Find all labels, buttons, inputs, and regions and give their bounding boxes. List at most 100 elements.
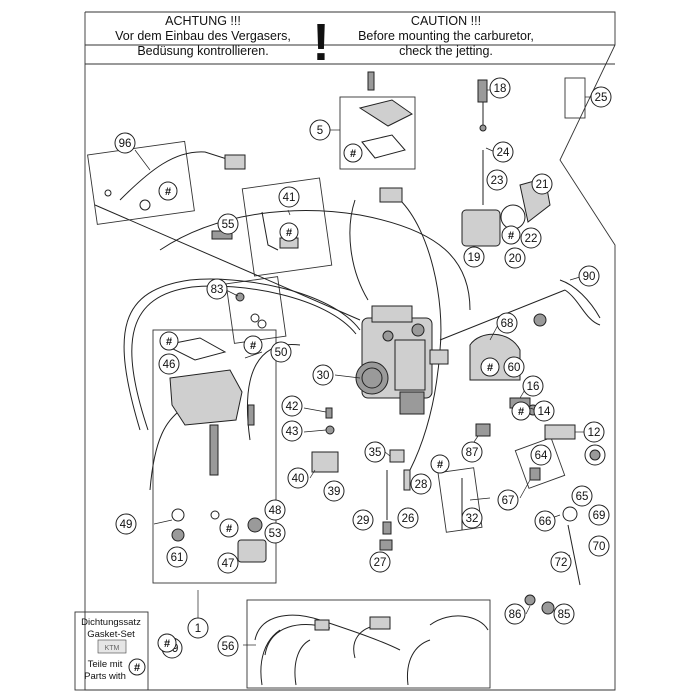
callout-19: 19	[463, 246, 485, 268]
svg-text:#: #	[487, 362, 493, 374]
warning-en-title: CAUTION !!!	[411, 14, 481, 28]
svg-text:66: 66	[539, 516, 552, 528]
svg-text:25: 25	[595, 92, 608, 104]
svg-text:86: 86	[509, 609, 522, 621]
svg-text:16: 16	[527, 381, 540, 393]
callout-61: 61	[166, 546, 188, 568]
svg-text:87: 87	[466, 447, 479, 459]
callout-18: 18	[489, 77, 511, 99]
warning-de-line1: Vor dem Einbau des Vergasers,	[115, 29, 291, 43]
ktm-logo	[97, 639, 127, 654]
leader-lines	[134, 89, 590, 646]
svg-text:96: 96	[119, 138, 132, 150]
callout-42: 42	[281, 395, 303, 417]
cable-96-parts	[104, 151, 246, 211]
warning-de-title: ACHTUNG !!!	[165, 14, 241, 28]
callout-67: 67	[497, 489, 519, 511]
gasket-marker: #	[480, 357, 500, 377]
svg-text:#: #	[226, 523, 232, 535]
callout-87: 87	[461, 441, 483, 463]
cables	[94, 199, 601, 656]
callout-60: 60	[503, 356, 525, 378]
callout-96: 96	[114, 132, 136, 154]
callout-12: 12	[583, 421, 605, 443]
svg-text:24: 24	[497, 147, 510, 159]
svg-text:61: 61	[171, 552, 184, 564]
callout-66: 66	[534, 510, 556, 532]
svg-text:46: 46	[163, 359, 176, 371]
callout-69: 69	[588, 504, 610, 526]
svg-text:#: #	[164, 638, 170, 650]
svg-text:35: 35	[369, 447, 382, 459]
warning-en-line1: Before mounting the carburetor,	[358, 29, 534, 43]
svg-text:68: 68	[501, 318, 514, 330]
svg-text:64: 64	[535, 450, 548, 462]
svg-text:Gasket-Set: Gasket-Set	[87, 629, 135, 640]
svg-text:70: 70	[593, 541, 606, 553]
svg-text:#: #	[165, 186, 171, 198]
gasket-marker: #	[279, 222, 299, 242]
gasket-marker: #	[343, 143, 363, 163]
callout-48: 48	[264, 499, 286, 521]
svg-text:19: 19	[468, 252, 481, 264]
box-41	[241, 177, 333, 277]
svg-text:41: 41	[283, 192, 296, 204]
callout-23: 23	[486, 169, 508, 191]
carburetor-body	[355, 305, 449, 415]
svg-text:20: 20	[509, 253, 522, 265]
svg-text:42: 42	[286, 401, 299, 413]
float-bowl-parts	[163, 337, 267, 563]
callout-24: 24	[492, 141, 514, 163]
callout-32: 32	[461, 507, 483, 529]
callout-65: 65	[571, 485, 593, 507]
svg-text:#: #	[508, 230, 514, 242]
svg-text:#: #	[250, 340, 256, 352]
svg-text:43: 43	[286, 426, 299, 438]
svg-text:#: #	[437, 459, 443, 471]
box-25	[564, 77, 586, 119]
callout-5: 5	[309, 119, 331, 141]
svg-text:Parts with: Parts with	[84, 671, 126, 682]
callout-53: 53	[264, 522, 286, 544]
gasket-marker: #	[219, 518, 239, 538]
svg-text:49: 49	[120, 519, 133, 531]
svg-text:90: 90	[583, 271, 596, 283]
callout-25: 25	[590, 86, 612, 108]
callout-27: 27	[369, 551, 391, 573]
svg-text:27: 27	[374, 557, 387, 569]
svg-text:29: 29	[357, 515, 370, 527]
svg-text:12: 12	[588, 427, 601, 439]
svg-text:1: 1	[195, 623, 201, 635]
box-49	[152, 329, 277, 584]
svg-text:Teile mit: Teile mit	[88, 659, 123, 670]
callout-50: 50	[270, 341, 292, 363]
svg-text:67: 67	[502, 495, 515, 507]
gasket-marker: #	[157, 633, 177, 653]
svg-text:69: 69	[593, 510, 606, 522]
idle-adjust-parts	[477, 79, 488, 205]
callout-47: 47	[217, 552, 239, 574]
warning-exclamation-icon: !	[312, 14, 329, 72]
svg-text:32: 32	[466, 513, 479, 525]
callout-56: 56	[217, 635, 239, 657]
callout-35: 35	[364, 441, 386, 463]
svg-text:#: #	[134, 662, 140, 674]
warning-en-line2: check the jetting.	[399, 44, 493, 58]
svg-text:18: 18	[494, 83, 507, 95]
svg-text:56: 56	[222, 641, 235, 653]
callout-86: 86	[504, 603, 526, 625]
diagram-frame	[84, 11, 616, 691]
callout-83: 83	[206, 278, 228, 300]
svg-text:14: 14	[538, 406, 551, 418]
svg-text:53: 53	[269, 528, 282, 540]
callout-21: 21	[531, 173, 553, 195]
callout-55: 55	[217, 213, 239, 235]
svg-text:50: 50	[275, 347, 288, 359]
box-96	[87, 140, 195, 225]
gasket-marker: #	[158, 181, 178, 201]
top-cover-parts	[358, 71, 413, 203]
svg-text:85: 85	[558, 609, 571, 621]
callout-41: 41	[278, 186, 300, 208]
